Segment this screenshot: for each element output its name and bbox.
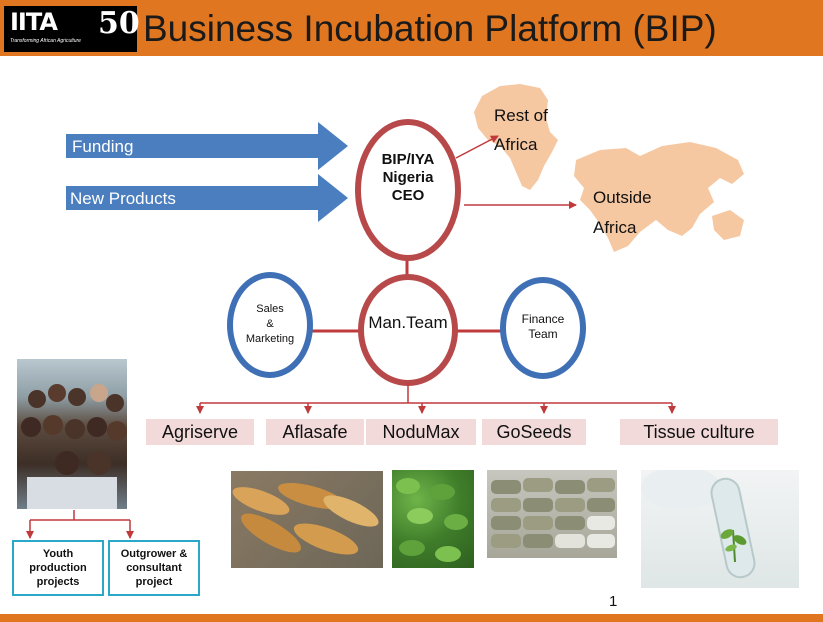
rest-of-africa-map (474, 84, 558, 190)
tissue-culture-photo (641, 470, 799, 588)
logo-number: 50 (98, 6, 140, 41)
outside-africa-label: Outside Africa (593, 183, 652, 243)
connector-rest-of-africa (455, 135, 499, 159)
youth-line-2: production (29, 562, 87, 574)
outside-africa-map (574, 142, 744, 252)
youth-line-3: projects (36, 576, 80, 588)
finance-line-2: Team (528, 327, 558, 341)
header-bar: IITA Transforming African Agriculture 50… (0, 0, 823, 56)
rest-line-2: Africa (494, 135, 538, 154)
maize-photo (231, 471, 383, 568)
youth-production-box: Youth production projects (12, 540, 104, 596)
outgrower-line-3: project (135, 576, 173, 588)
ceo-circle-label: BIP/IYA Nigeria CEO (362, 151, 454, 205)
soybean-photo (392, 470, 474, 568)
rest-line-1: Rest of (494, 106, 548, 125)
sales-marketing-label: Sales & Marketing (236, 302, 304, 347)
man-team-label: Man.Team (368, 313, 448, 332)
footer-bar (0, 614, 823, 622)
subsidiary-goseeds: GoSeeds (482, 419, 586, 445)
page-number: 1 (609, 593, 618, 610)
funding-arrow (66, 122, 348, 170)
ceo-line-3: CEO (391, 187, 425, 204)
logo-name: IITA (10, 8, 58, 36)
finance-team-label: Finance Team (508, 312, 578, 342)
outside-line-1: Outside (593, 188, 652, 207)
finance-line-1: Finance (521, 312, 565, 326)
seed-bags-photo (487, 470, 617, 558)
sales-line-2: & (266, 318, 274, 330)
youth-group-photo (17, 359, 127, 509)
ceo-line-1: BIP/IYA (381, 151, 435, 168)
subsidiary-agriserve: Agriserve (146, 419, 254, 445)
sales-line-1: Sales (256, 303, 284, 315)
ceo-line-2: Nigeria (382, 169, 434, 186)
sales-line-3: Marketing (245, 333, 295, 345)
youth-line-1: Youth (42, 548, 74, 560)
outside-line-2: Africa (593, 218, 637, 237)
sales-marketing-circle (227, 272, 313, 378)
ceo-circle (355, 119, 461, 261)
logo-tagline: Transforming African Agriculture (10, 38, 81, 44)
subsidiary-tissue-culture: Tissue culture (620, 419, 778, 445)
new-products-label: New Products (70, 189, 176, 208)
subsidiary-aflasafe: Aflasafe (266, 419, 364, 445)
rest-of-africa-label: Rest of Africa (494, 101, 548, 159)
outside-map-part2 (712, 210, 744, 240)
iita-logo: IITA Transforming African Agriculture 50 (4, 6, 140, 52)
subsidiary-nodumax: NoduMax (366, 419, 476, 445)
outgrower-line-2: consultant (126, 562, 182, 574)
page-title: Business Incubation Platform (BIP) (143, 8, 717, 49)
finance-team-circle (500, 277, 586, 379)
outgrower-consultant-box: Outgrower & consultant project (108, 540, 200, 596)
funding-label: Funding (72, 137, 134, 156)
outgrower-line-1: Outgrower & (120, 548, 188, 560)
new-products-arrow (66, 174, 348, 222)
